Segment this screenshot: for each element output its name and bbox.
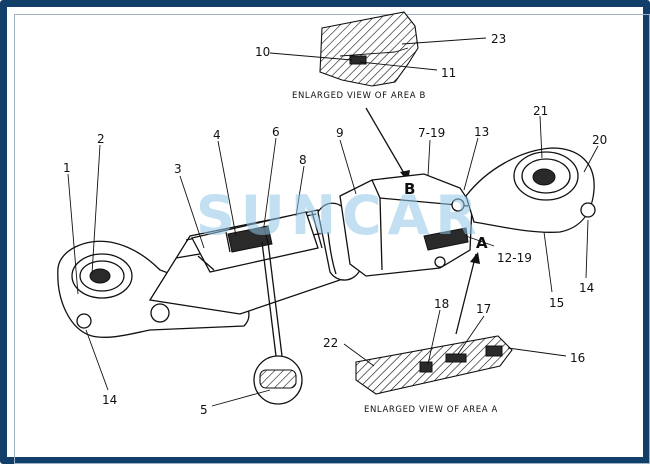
caption-area-b: ENLARGED VIEW OF AREA B — [292, 91, 426, 101]
callout-16: 16 — [570, 351, 585, 365]
callout-1: 1 — [63, 161, 71, 175]
callout-4: 4 — [213, 128, 221, 142]
watermark: SUNCAR — [196, 184, 483, 247]
leader-lines — [67, 115, 599, 407]
callout-8: 8 — [299, 153, 307, 167]
callout-18: 18 — [434, 297, 449, 311]
callout-22: 22 — [323, 336, 338, 350]
callout-14-left: 14 — [102, 393, 117, 407]
callout-15: 15 — [549, 296, 564, 310]
callout-5: 5 — [200, 403, 208, 417]
callout-20: 20 — [592, 133, 607, 147]
callout-3: 3 — [174, 162, 182, 176]
callout-21: 21 — [533, 104, 548, 118]
callout-13: 13 — [474, 125, 489, 139]
callout-9: 9 — [336, 126, 344, 140]
callout-7-19: 7-19 — [418, 126, 445, 140]
grease-fitting-right — [580, 202, 596, 218]
callout-10: 10 — [255, 45, 270, 59]
cylinder-assembly — [57, 147, 596, 338]
callout-23: 23 — [491, 32, 506, 46]
area-b-marker: B — [404, 180, 415, 198]
callout-6: 6 — [272, 125, 280, 139]
callout-14-right: 14 — [579, 281, 594, 295]
callout-17: 17 — [476, 302, 491, 316]
callout-12-19: 12-19 — [497, 251, 532, 265]
area-b-pointer — [365, 107, 409, 181]
area-a-arrowhead — [470, 252, 480, 264]
area-a-marker: A — [476, 234, 488, 252]
grease-fitting-left — [76, 313, 92, 329]
callout-labels: 1 2 3 4 5 6 7-19 8 9 10 11 12-19 13 14 1… — [63, 32, 607, 417]
area-a-detail — [355, 335, 513, 395]
area-b-detail — [269, 11, 487, 87]
callout-2: 2 — [97, 132, 105, 146]
area-a-pointer — [455, 253, 477, 335]
seal-detail-5 — [253, 241, 303, 405]
callout-11: 11 — [441, 66, 456, 80]
caption-area-a: ENLARGED VIEW OF AREA A — [364, 405, 498, 415]
